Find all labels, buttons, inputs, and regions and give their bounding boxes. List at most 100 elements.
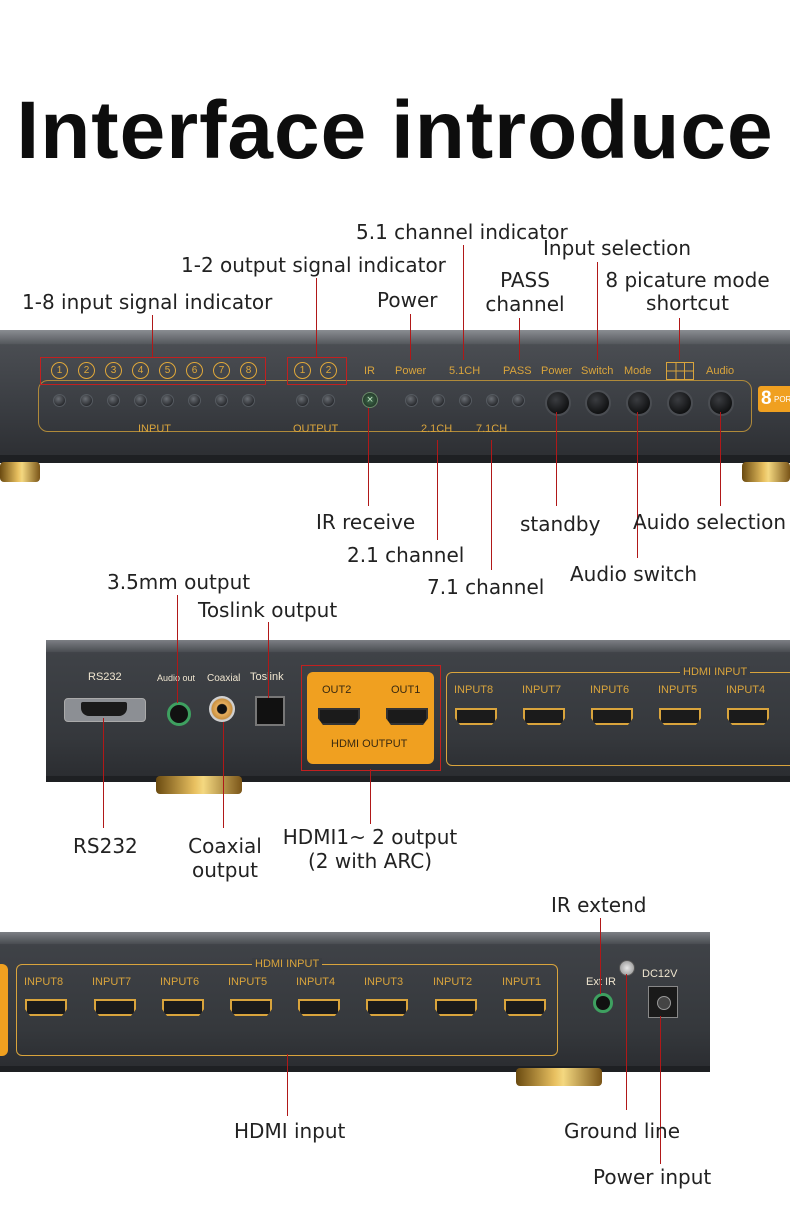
- port-badge: 8 POR: [758, 386, 790, 412]
- hdmi-input8-port: [25, 999, 67, 1016]
- output-num-2: 2: [320, 362, 337, 379]
- rear-hdmi-input-label: HDMI INPUT: [680, 666, 751, 678]
- leader-line: [679, 318, 681, 360]
- rear-audio-out-label: Audio out: [157, 673, 196, 683]
- panel-output-label: OUTPUT: [293, 423, 339, 435]
- leader-line: [491, 440, 493, 570]
- output-led: [322, 394, 335, 407]
- leader-line: [720, 412, 722, 506]
- input-num-1: 1: [51, 362, 68, 379]
- mode-button[interactable]: [626, 390, 652, 416]
- leader-line: [463, 245, 465, 360]
- rear-toslink-label: Toslink: [250, 671, 284, 683]
- input-led: [215, 394, 228, 407]
- hdmi-input4-port: [298, 999, 340, 1016]
- leader-line: [600, 918, 602, 994]
- leader-line: [177, 595, 179, 703]
- rear2-output-edge: [0, 964, 8, 1056]
- output-led: [296, 394, 309, 407]
- label-pass: PASS: [500, 268, 550, 292]
- label-picture-mode-shortcut: shortcut: [646, 291, 729, 315]
- ext-ir-jack: [593, 993, 613, 1013]
- rear2-panel-base: [0, 1066, 710, 1072]
- output-num-1: 1: [294, 362, 311, 379]
- input-led: [107, 394, 120, 407]
- standby-button[interactable]: [545, 390, 571, 416]
- audio-button[interactable]: [708, 390, 734, 416]
- rear2-input5-label: INPUT5: [228, 976, 268, 988]
- rear2-input7-label: INPUT7: [92, 976, 132, 988]
- panel-powerbtn-label: Power: [541, 365, 573, 377]
- rear2-input8-label: INPUT8: [24, 976, 64, 988]
- picture-mode-button[interactable]: [667, 390, 693, 416]
- input-num-5: 5: [159, 362, 176, 379]
- leader-line: [410, 314, 412, 360]
- input-led: [188, 394, 201, 407]
- coaxial-jack: [209, 696, 235, 722]
- label-ir-receive: IR receive: [316, 510, 416, 534]
- rear-out2-label: OUT2: [322, 684, 352, 696]
- front-foot-left: [0, 462, 40, 482]
- label-power: Power: [377, 288, 438, 312]
- input-num-7: 7: [213, 362, 230, 379]
- label-ch51: 5.1 channel indicator: [356, 220, 568, 244]
- rear2-input2-label: INPUT2: [433, 976, 473, 988]
- leader-line: [223, 722, 225, 828]
- leader-line: [556, 412, 558, 506]
- input-switch-button[interactable]: [585, 390, 611, 416]
- rear2-hdmi-input-label: HDMI INPUT: [252, 958, 323, 970]
- label-input-signal: 1-8 input signal indicator: [22, 290, 273, 314]
- power-led: [405, 394, 418, 407]
- rear-input8-label: INPUT8: [454, 684, 494, 696]
- rear2-foot: [516, 1068, 602, 1086]
- hdmi-input3-port: [366, 999, 408, 1016]
- rear2-input4-label: INPUT4: [296, 976, 336, 988]
- leader-line: [103, 718, 105, 828]
- rear-rs232-label: RS232: [88, 671, 122, 683]
- leader-line: [152, 315, 154, 357]
- label-picture-mode: 8 picature mode: [605, 268, 770, 292]
- label-audio-switch: Audio switch: [570, 562, 698, 586]
- input-led: [53, 394, 66, 407]
- input-num-6: 6: [186, 362, 203, 379]
- input-led: [134, 394, 147, 407]
- ch71-led: [486, 394, 499, 407]
- rear-input5-label: INPUT5: [658, 684, 698, 696]
- input-signal-box: [40, 357, 266, 385]
- panel-ch21-label: 2.1CH: [421, 423, 453, 435]
- page-title: Interface introduce: [16, 85, 774, 176]
- rear-input4-label: INPUT4: [726, 684, 766, 696]
- hdmi-input-frame: [446, 672, 790, 766]
- hdmi-input1-port: [504, 999, 546, 1016]
- input-num-2: 2: [78, 362, 95, 379]
- label-ir-extend: IR extend: [551, 893, 647, 917]
- label-ch21: 2.1 channel: [347, 543, 465, 567]
- input-led: [80, 394, 93, 407]
- hdmi-out2-port: [318, 708, 360, 725]
- ch21-led: [459, 394, 472, 407]
- panel-power-label: Power: [395, 365, 427, 377]
- toslink-port: [255, 696, 285, 726]
- dc-power-jack: [648, 986, 678, 1018]
- rear-out1-label: OUT1: [391, 684, 421, 696]
- rear-input7-label: INPUT7: [522, 684, 562, 696]
- leader-line: [437, 440, 439, 540]
- panel-ir-label: IR: [364, 365, 375, 377]
- hdmi-input8-port: [455, 708, 497, 725]
- picture-grid-icon: [666, 362, 694, 380]
- input-num-8: 8: [240, 362, 257, 379]
- label-audio-selection: Auido selection: [633, 510, 787, 534]
- label-hdmi-input: HDMI input: [234, 1119, 346, 1143]
- leader-line: [287, 1054, 289, 1116]
- hdmi-input6-port: [591, 708, 633, 725]
- leader-line: [268, 622, 270, 698]
- leader-line: [316, 278, 318, 357]
- ir-receiver-icon: ×: [362, 392, 378, 408]
- input-led: [242, 394, 255, 407]
- panel-audio-label: Audio: [706, 365, 735, 377]
- rear-panel-top-edge: [46, 640, 790, 652]
- rear-panel-base: [46, 776, 790, 782]
- hdmi-input7-port: [94, 999, 136, 1016]
- front-foot-right: [742, 462, 790, 482]
- rear2-panel-top-edge: [0, 932, 710, 944]
